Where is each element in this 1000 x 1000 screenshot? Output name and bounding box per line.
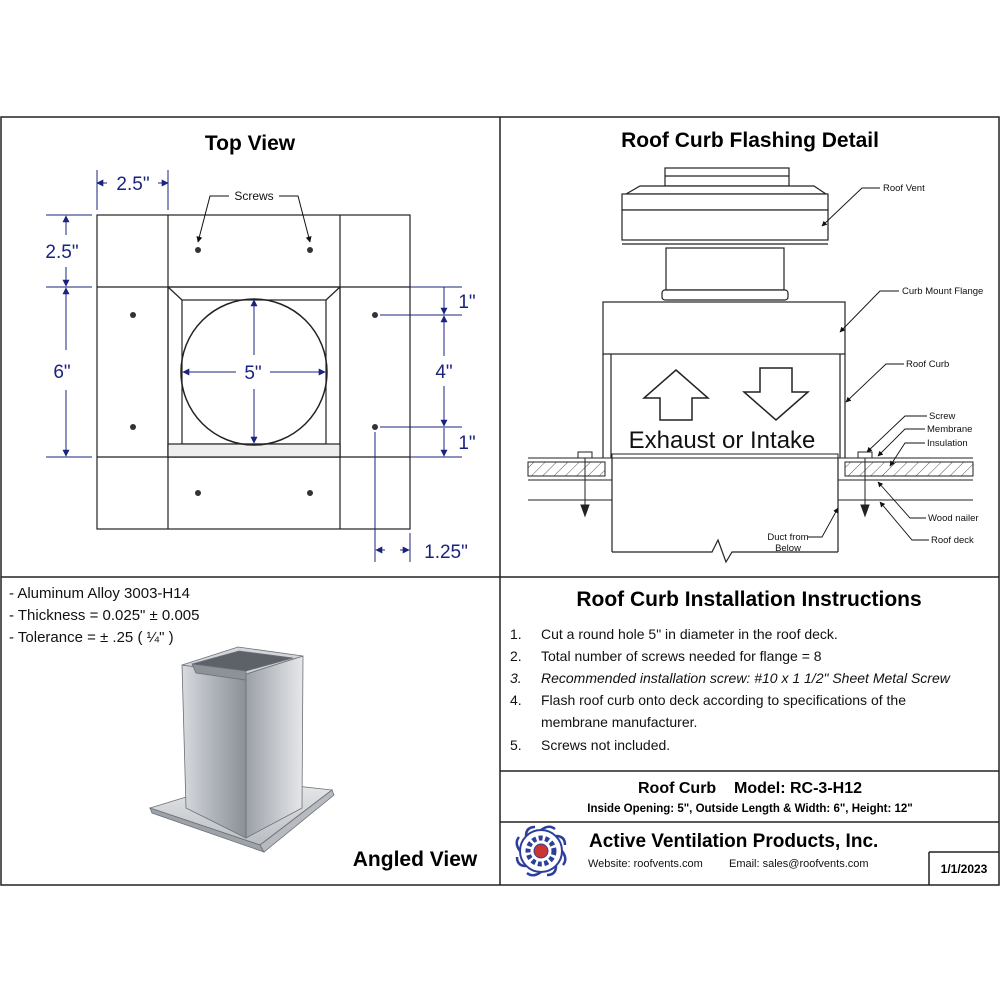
flashing-detail: Roof Curb Flashing Detail Exhaust or Int…	[527, 129, 983, 564]
dim-flange-height: 2.5"	[45, 242, 78, 263]
drawing-date: 1/1/2023	[941, 862, 988, 876]
label-roof-deck: Roof deck	[931, 535, 974, 546]
specs-panel: - Aluminum Alloy 3003-H14 - Thickness = …	[9, 585, 478, 871]
flashing-title: Roof Curb Flashing Detail	[621, 129, 879, 152]
angled-view-title: Angled View	[353, 848, 478, 871]
duct	[611, 458, 839, 564]
top-view: Top View	[45, 132, 475, 563]
dim-screw-offset: 1.25"	[424, 542, 468, 563]
step-num-3: 3.	[510, 670, 522, 686]
company-website: Website: roofvents.com	[588, 858, 703, 870]
label-insulation: Insulation	[927, 438, 968, 449]
spec-tolerance: - Tolerance = ± .25 ( ¼" )	[9, 629, 174, 646]
airflow-arrows	[642, 367, 810, 421]
screws-label: Screws	[234, 189, 273, 203]
roof-vent	[621, 167, 829, 301]
step-text-2: Total number of screws needed for flange…	[541, 648, 822, 664]
label-wood-nailer: Wood nailer	[928, 513, 979, 524]
step-text-3: Recommended installation screw: #10 x 1 …	[541, 670, 951, 686]
company-email: Email: sales@roofvents.com	[729, 858, 869, 870]
instructions-title: Roof Curb Installation Instructions	[576, 588, 921, 611]
step-num-5: 5.	[510, 737, 522, 753]
top-view-screws	[130, 247, 378, 496]
spec-thickness: - Thickness = 0.025" ± 0.005	[9, 607, 199, 624]
top-view-outline	[96, 214, 411, 530]
dim-diameter: 5"	[244, 363, 261, 384]
step-num-2: 2.	[510, 648, 522, 664]
dim-flange-width: 2.5"	[116, 174, 149, 195]
label-duct-line2: Below	[775, 543, 801, 554]
sheet-frame	[0, 116, 1000, 886]
model-dimensions: Inside Opening: 5", Outside Length & Wid…	[587, 803, 912, 815]
angled-view-image	[148, 646, 335, 853]
label-curb-mount-flange: Curb Mount Flange	[902, 286, 983, 297]
section-screws	[577, 451, 873, 518]
top-view-dimensions	[46, 170, 462, 562]
dim-opening: 4"	[435, 362, 452, 383]
dim-offset-top: 1"	[458, 292, 475, 313]
flashing-leaders	[808, 187, 929, 541]
step-num-1: 1.	[510, 626, 522, 642]
roof-assembly	[527, 453, 974, 501]
roof-curb	[602, 301, 846, 458]
company-logo-icon	[515, 825, 567, 877]
dim-body-height: 6"	[53, 362, 70, 383]
label-screw: Screw	[929, 411, 956, 422]
spec-alloy: - Aluminum Alloy 3003-H14	[9, 585, 190, 602]
step-text-1: Cut a round hole 5" in diameter in the r…	[541, 626, 838, 642]
step-num-4: 4.	[510, 692, 522, 708]
screws-callout	[196, 195, 312, 243]
instructions-panel: Roof Curb Installation Instructions 1. C…	[510, 588, 951, 753]
model-block: Roof Curb Model: RC-3-H12 Inside Opening…	[587, 780, 912, 815]
label-roof-vent: Roof Vent	[883, 183, 925, 194]
exhaust-intake-text: Exhaust or Intake	[629, 427, 816, 454]
step-text-5: Screws not included.	[541, 737, 670, 753]
label-duct-line1: Duct from	[767, 532, 808, 543]
company-block: Active Ventilation Products, Inc. Websit…	[515, 825, 988, 877]
company-name: Active Ventilation Products, Inc.	[589, 831, 878, 852]
step-text-4: Flash roof curb onto deck according to s…	[541, 692, 906, 708]
label-roof-curb: Roof Curb	[906, 359, 949, 370]
dim-offset-bottom: 1"	[458, 433, 475, 454]
label-membrane: Membrane	[927, 424, 972, 435]
step-text-4b: membrane manufacturer.	[541, 714, 697, 730]
model-line: Roof Curb Model: RC-3-H12	[638, 780, 862, 797]
top-view-title: Top View	[205, 132, 296, 155]
